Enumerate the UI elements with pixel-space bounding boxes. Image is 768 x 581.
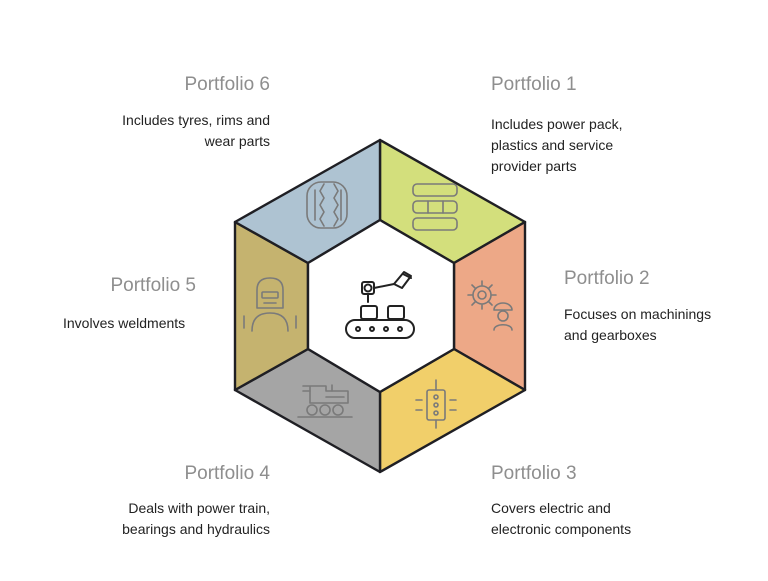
portfolio-2-line-2: and gearboxes: [564, 327, 657, 343]
portfolio-2-line-1: Focuses on machinings: [564, 306, 712, 322]
portfolio-5-title: Portfolio 5: [110, 275, 196, 296]
portfolio-6-description: Includes tyres, rims and wear parts: [60, 110, 270, 152]
portfolio-1-line-2: plastics and service: [491, 137, 614, 153]
portfolio-5-description: Involves weldments: [63, 313, 243, 334]
portfolio-3-line-2: electronic components: [491, 521, 632, 537]
portfolio-4-title: Portfolio 4: [184, 463, 270, 484]
portfolio-6-title: Portfolio 6: [184, 74, 270, 95]
portfolio-3-description: Covers electric and electronic component…: [491, 498, 691, 540]
locomotive-icon: [297, 384, 353, 418]
portfolio-5-line-1: Involves weldments: [63, 315, 186, 331]
tyre-icon: [306, 181, 348, 229]
portfolio-6-line-2: wear parts: [204, 133, 270, 149]
gear-worker-icon: [467, 280, 513, 331]
portfolio-2-title: Portfolio 2: [564, 268, 650, 289]
portfolio-3-line-1: Covers electric and: [491, 500, 611, 516]
portfolio-1-title: Portfolio 1: [491, 74, 577, 95]
electronic-component-icon: [415, 379, 457, 429]
welder-icon: [243, 277, 297, 332]
center-hexagon: [306, 218, 456, 394]
portfolio-1-line-1: Includes power pack,: [491, 116, 623, 132]
container-stack-icon: [412, 183, 458, 231]
portfolio-4-line-1: Deals with power train,: [128, 500, 270, 516]
portfolio-4-description: Deals with power train, bearings and hyd…: [60, 498, 270, 540]
portfolio-1-description: Includes power pack, plastics and servic…: [491, 114, 691, 177]
portfolio-6-line-1: Includes tyres, rims and: [122, 112, 270, 128]
portfolio-1-line-3: provider parts: [491, 158, 577, 174]
robotic-assembly-line-icon: [345, 271, 415, 339]
portfolio-4-line-2: bearings and hydraulics: [122, 521, 270, 537]
portfolio-3-title: Portfolio 3: [491, 463, 577, 484]
portfolio-2-description: Focuses on machinings and gearboxes: [564, 304, 764, 346]
